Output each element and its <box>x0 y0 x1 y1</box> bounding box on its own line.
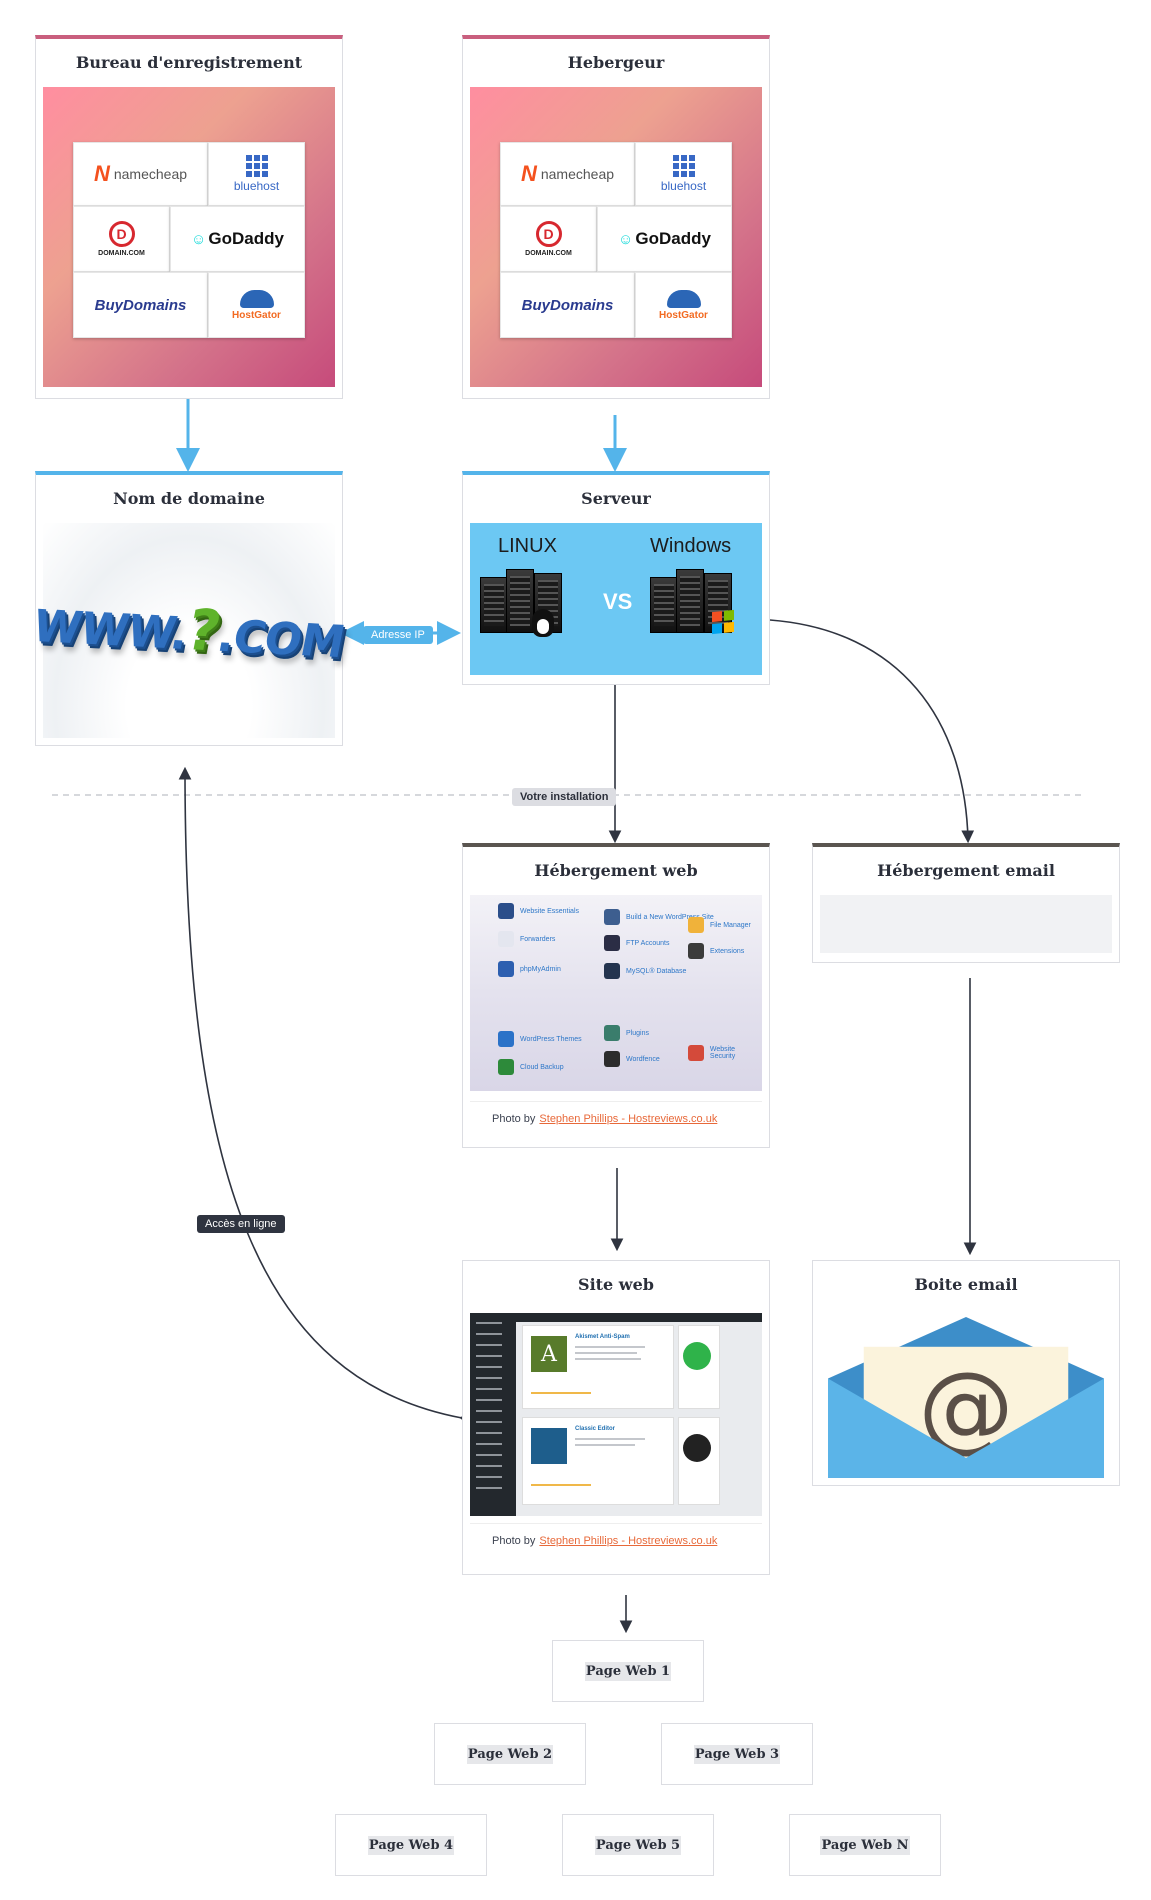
plugin-card-akismet: A Akismet Anti-Spam <box>522 1325 674 1409</box>
website-photo-credit: Photo by Stephen Phillips - Hostreviews.… <box>470 1523 762 1557</box>
envelope-icon: @ <box>828 1317 1104 1478</box>
web-hosting-title: Hébergement web <box>534 861 698 880</box>
install-label: Votre installation <box>512 788 617 806</box>
bluehost-logo: bluehost <box>635 142 732 206</box>
server-card: Serveur LINUX Windows VS <box>462 471 770 685</box>
server-image: LINUX Windows VS <box>470 523 762 675</box>
wordpress-plugins-photo: A Akismet Anti-Spam Classic Editor <box>470 1313 762 1516</box>
domain-title: Nom de domaine <box>113 489 265 508</box>
tux-icon <box>532 609 554 637</box>
page-web-4: Page Web 4 <box>335 1814 487 1876</box>
server-title: Serveur <box>581 489 651 508</box>
domain-card: Nom de domaine WWW.?.COM <box>28 471 348 746</box>
ip-address-label: Adresse IP <box>363 626 433 644</box>
mailbox-card: Boite email @ <box>812 1260 1120 1486</box>
online-access-label: Accès en ligne <box>197 1215 285 1233</box>
www-image: WWW.?.COM <box>28 523 348 738</box>
windows-label: Windows <box>650 535 732 557</box>
photo-credit-link[interactable]: Stephen Phillips - Hostreviews.co.uk <box>539 1112 718 1125</box>
page-web-1: Page Web 1 <box>552 1640 704 1702</box>
website-card: Site web A Akismet Anti-Spam Classic Edi… <box>462 1260 770 1575</box>
godaddy-logo: ☺GoDaddy <box>170 206 305 272</box>
website-title: Site web <box>578 1275 654 1294</box>
registrar-title: Bureau d'enregistrement <box>75 53 303 72</box>
email-hosting-card: Hébergement email <box>812 843 1120 963</box>
photo-credit-link[interactable]: Stephen Phillips - Hostreviews.co.uk <box>539 1534 718 1547</box>
hostgator-logo: HostGator <box>635 272 732 338</box>
plugin-card-classic-editor: Classic Editor <box>522 1417 674 1505</box>
cpanel-photo: Website Essentials Forwarders phpMyAdmin… <box>470 895 762 1091</box>
web-hosting-card: Hébergement web Website Essentials Forwa… <box>462 843 770 1148</box>
bluehost-logo: bluehost <box>208 142 305 206</box>
hostgator-logo: HostGator <box>208 272 305 338</box>
arrow-online-access <box>178 766 473 1427</box>
godaddy-logo: ☺GoDaddy <box>597 206 732 272</box>
host-title: Hebergeur <box>567 53 665 72</box>
page-web-n: Page Web N <box>789 1814 941 1876</box>
page-web-2: Page Web 2 <box>434 1723 586 1785</box>
page-web-3: Page Web 3 <box>661 1723 813 1785</box>
buydomains-logo: BuyDomains <box>500 272 635 338</box>
windows-logo-icon <box>712 609 734 635</box>
buydomains-logo: BuyDomains <box>73 272 208 338</box>
arrow-server-to-email <box>769 619 975 844</box>
windows-server-rack <box>650 569 750 633</box>
email-hosting-placeholder <box>820 895 1112 953</box>
web-hosting-photo-credit: Photo by Stephen Phillips - Hostreviews.… <box>470 1101 762 1135</box>
page-web-5: Page Web 5 <box>562 1814 714 1876</box>
vs-label: VS <box>603 589 633 614</box>
mailbox-title: Boite email <box>914 1275 1018 1294</box>
linux-label: LINUX <box>498 535 557 557</box>
email-hosting-title: Hébergement email <box>877 861 1055 880</box>
linux-server-rack <box>480 569 580 633</box>
